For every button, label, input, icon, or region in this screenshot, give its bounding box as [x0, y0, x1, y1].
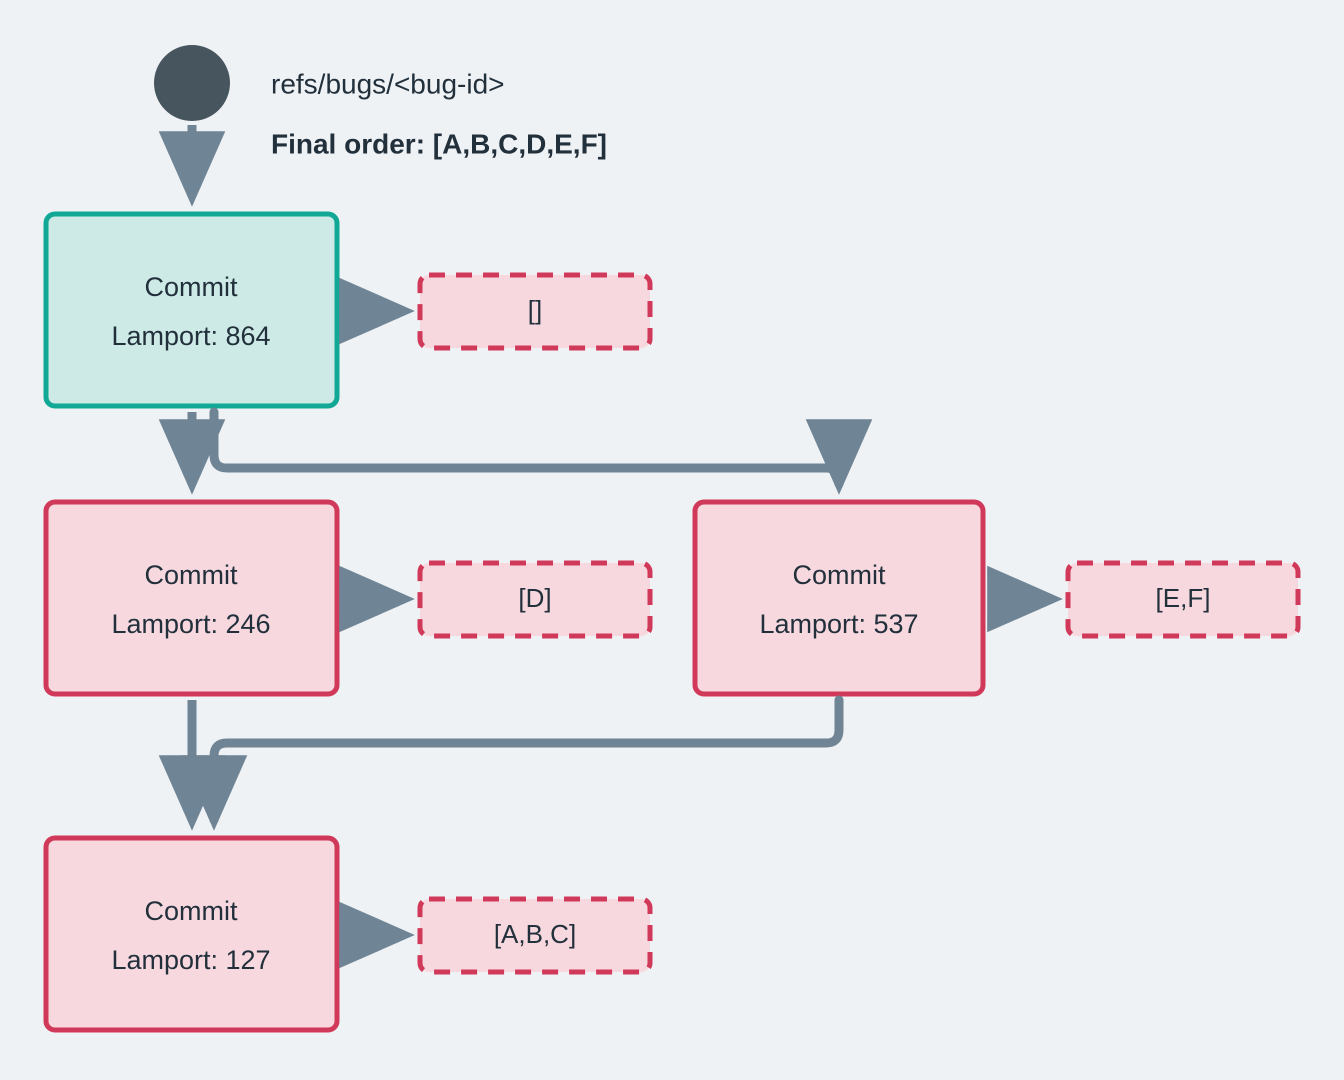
commit-537-lamport: Lamport: 537 — [759, 609, 918, 639]
bucket-ef-label: [E,F] — [1156, 583, 1211, 613]
bucket-d-box[interactable] — [417, 560, 653, 639]
bucket-empty-box[interactable] — [417, 272, 653, 351]
commit-246-box[interactable] — [43, 499, 340, 697]
commit-127-box[interactable] — [43, 835, 340, 1033]
start-node — [154, 45, 230, 121]
bucket-abc-box[interactable] — [417, 896, 653, 975]
final-order-label: Final order: [A,B,C,D,E,F] — [271, 128, 607, 159]
commit-864-lamport: Lamport: 864 — [111, 321, 270, 351]
commit-864-box[interactable] — [43, 211, 340, 409]
bucket-ef-box[interactable] — [1065, 560, 1301, 639]
commit-127-title: Commit — [145, 896, 238, 926]
bucket-empty-label: [] — [528, 295, 542, 325]
bucket-d-label: [D] — [518, 583, 551, 613]
commit-127-lamport: Lamport: 127 — [111, 945, 270, 975]
bucket-abc-label: [A,B,C] — [494, 919, 576, 949]
commit-246-title: Commit — [145, 560, 238, 590]
edge-commit-537-to-commit-127 — [180, 695, 844, 831]
edge-commit-864-to-commit-537 — [209, 407, 873, 495]
commit-246-lamport: Lamport: 246 — [111, 609, 270, 639]
commit-537-box[interactable] — [692, 499, 986, 697]
ref-path-label: refs/bugs/<bug-id> — [271, 68, 505, 99]
commit-537-title: Commit — [793, 560, 886, 590]
commit-864-title: Commit — [145, 272, 238, 302]
